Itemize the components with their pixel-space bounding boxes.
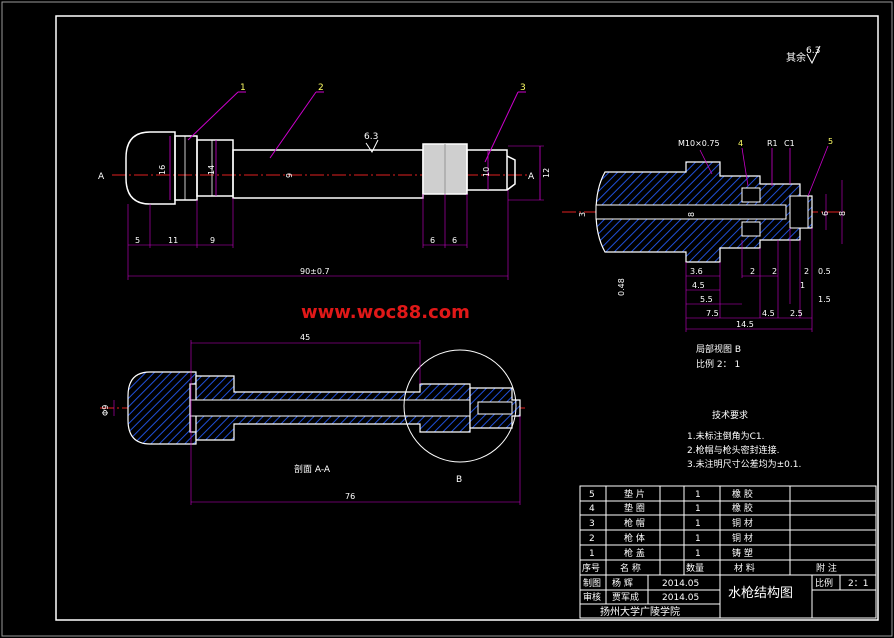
scale-label: 比例 [815,577,833,589]
balloon-1: 1 [240,83,246,93]
part-1-qty: 1 [695,549,701,559]
detail-l75: 7.5 [706,309,719,318]
detail-l45b: 4.5 [762,309,775,318]
detail-l1: 1 [800,281,805,290]
balloon-5: 5 [828,137,833,146]
detail-d8b: 8 [838,211,847,216]
scale-value: 2：1 [848,579,868,589]
dim-d10: 10 [482,167,491,177]
dim-l9: 9 [210,236,215,245]
detail-d6: 6 [821,211,830,216]
section-view: B 45 76 Φ9 剖面 A-A [100,333,525,505]
drawing-title: 水枪结构图 [728,585,793,601]
detail-l45a: 4.5 [692,281,705,290]
detail-d3: 3 [578,212,587,217]
detail-d8a: 8 [687,212,696,217]
part-2-no: 2 [589,534,595,544]
part-4-no: 4 [589,504,595,514]
drawn-label: 制图 [583,577,601,589]
checked-name: 贾军成 [612,591,639,603]
part-2-material: 铜 材 [732,532,753,544]
parts-list: 5 垫 片 1 橡 胶 4 垫 圈 1 橡 胶 3 枪 帽 1 铜 材 2 枪 … [582,488,868,618]
part-5-name: 垫 片 [624,488,645,500]
part-3-name: 枪 帽 [624,517,645,529]
detail-thread: M10×0.75 [678,139,720,148]
roughness-value: 6.3 [806,46,820,56]
header-material: 材 料 [734,562,755,574]
detail-l15: 1.5 [818,295,831,304]
balloon-3: 3 [520,83,526,93]
part-4-qty: 1 [695,504,701,514]
dim-phi: Φ9 [101,405,110,416]
dim-l6b: 6 [452,236,457,245]
school-name: 扬州大学广陵学院 [600,605,680,618]
part-2-qty: 1 [695,534,701,544]
part-2-name: 枪 体 [624,532,645,544]
drawn-name: 杨 辉 [612,577,633,589]
detail-c1: C1 [784,139,795,148]
part-4-name: 垫 圈 [624,502,645,514]
detail-l36: 3.6 [690,267,703,276]
detail-b-mark: B [456,475,462,485]
checked-label: 审核 [583,591,601,603]
dim-45: 45 [300,333,310,342]
roughness-label: 其余 [786,51,806,64]
dim-d12: 12 [542,168,551,178]
part-5-no: 5 [589,490,595,500]
section-title: 剖面 A-A [294,463,331,475]
detail-l145: 14.5 [736,320,754,329]
detail-l55: 5.5 [700,295,713,304]
part-1-material: 铸 塑 [732,547,753,559]
header-note: 附 注 [816,562,837,574]
dim-l6a: 6 [430,236,435,245]
tech-title: 技术要求 [712,409,748,421]
header-qty: 数量 [686,562,704,574]
tech-item-3: 3.未注明尺寸公差均为±0.1. [687,458,801,470]
dim-d9: 9 [285,173,294,178]
inner-frame [55,15,879,621]
tech-item-1: 1.未标注倒角为C1. [687,430,764,442]
detail-caption: 局部视图 B [696,343,741,355]
roughness-local-value: 6.3 [364,132,378,142]
section-mark-a-right: A [528,172,535,182]
part-5-material: 橡 胶 [732,488,753,500]
part-5-qty: 1 [695,490,701,500]
detail-d048: 0.48 [617,278,626,296]
dim-d14: 14 [207,165,216,175]
title-block [579,485,877,619]
dim-l5: 5 [135,236,140,245]
watermark-text: www.woc88.com [301,302,470,323]
dim-76: 76 [345,492,355,501]
section-mark-a-left: A [98,172,105,182]
drawn-date: 2014.05 [662,579,699,589]
checked-date: 2014.05 [662,593,699,603]
balloon-2: 2 [318,83,324,93]
detail-view: M10×0.75 4 R1 C1 5 3 8 6 8 0.48 [562,137,848,370]
detail-l25: 2.5 [790,309,803,318]
part-1-no: 1 [589,549,595,559]
header-no: 序号 [582,562,600,574]
part-3-no: 3 [589,519,595,529]
tech-item-2: 2.枪帽与枪头密封连接. [687,444,779,456]
detail-scale: 比例 2： 1 [696,358,740,370]
detail-r1: R1 [767,139,778,148]
part-1-name: 枪 盖 [624,547,645,559]
detail-l2c: 2 [804,267,809,276]
detail-l05: 0.5 [818,267,831,276]
detail-l2a: 2 [750,267,755,276]
tech-requirements: 技术要求 1.未标注倒角为C1. 2.枪帽与枪头密封连接. 3.未注明尺寸公差均… [687,409,801,470]
header-name: 名 称 [620,562,641,574]
dim-d16: 16 [158,165,167,175]
detail-l2b: 2 [772,267,777,276]
dim-total: 90±0.7 [300,267,330,276]
part-3-qty: 1 [695,519,701,529]
part-4-material: 橡 胶 [732,502,753,514]
front-view: 1 2 3 A A 6.3 16 14 9 10 12 [98,83,551,280]
part-3-material: 铜 材 [732,517,753,529]
balloon-4: 4 [738,139,743,148]
roughness-general: 其余 6.3 [786,45,821,65]
dim-l11: 11 [168,236,178,245]
